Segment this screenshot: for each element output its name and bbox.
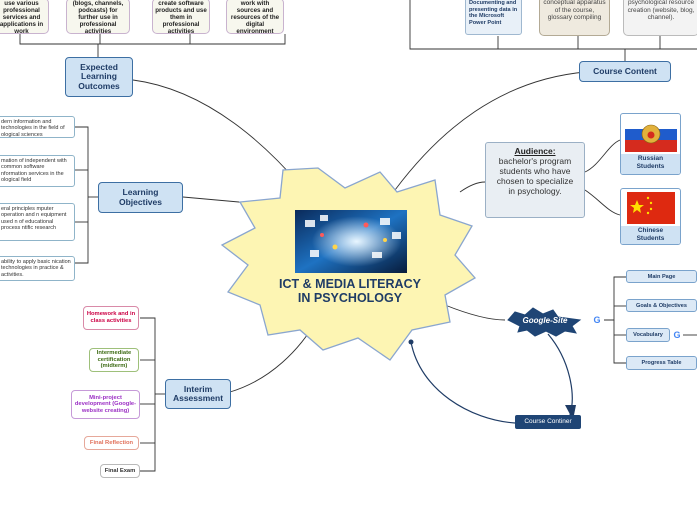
google-site-label[interactable]: Google-Site xyxy=(522,316,568,325)
site-page-goals[interactable]: Goals & Objectives xyxy=(626,299,697,312)
outcome-item-4: work with sources and resources of the d… xyxy=(226,0,284,34)
assessment-midterm: Intermediate certification (midterm) xyxy=(89,348,139,372)
chinese-students-node[interactable]: Chinese Students xyxy=(620,188,681,245)
objective-item-1: dern information and technologies in the… xyxy=(0,116,75,138)
outcome-item-3: create software products and use them in… xyxy=(152,0,210,34)
content-item-2: conceptual apparatus of the course, glos… xyxy=(539,0,610,36)
outcome-item-2: (blogs, channels, podcasts) for further … xyxy=(66,0,130,34)
site-page-progress[interactable]: Progress Table xyxy=(626,356,697,370)
outcomes-bracket xyxy=(19,34,286,45)
google-site-badge[interactable] xyxy=(507,307,582,337)
objective-item-4: ability to apply basic nication technolo… xyxy=(0,256,75,281)
expected-outcomes-node[interactable]: Expected Learning Outcomes xyxy=(65,57,133,97)
site-page-vocabulary[interactable]: Vocabulary xyxy=(626,328,670,342)
assessment-final-exam: Final Exam xyxy=(100,464,140,478)
content-bracket xyxy=(409,0,697,50)
site-page-main[interactable]: Main Page xyxy=(626,270,697,283)
assessment-homework: Homework and in class activities xyxy=(83,306,139,330)
course-content-node[interactable]: Course Content xyxy=(579,61,671,82)
audience-heading: Audience: xyxy=(514,146,556,156)
course-container-node[interactable]: Course Continer xyxy=(515,415,581,429)
connector-audience xyxy=(459,181,486,193)
central-title: ICT & MEDIA LITERACY IN PSYCHOLOGY xyxy=(279,277,421,305)
connector-content xyxy=(394,71,586,191)
audience-node[interactable]: Audience: bachelor's program students wh… xyxy=(485,142,585,218)
china-flag-icon xyxy=(627,192,675,224)
connector-objectives xyxy=(182,196,251,204)
russian-students-node[interactable]: Russian Students xyxy=(620,113,681,175)
content-item-1: Documenting and presenting data in the M… xyxy=(465,0,522,35)
media-image xyxy=(295,210,407,273)
objective-item-2: mation of independent with common softwa… xyxy=(0,155,75,187)
connector-container xyxy=(410,341,516,424)
assessment-mini-project: Mini-project development (Google-website… xyxy=(71,390,140,419)
connector-site-container xyxy=(547,333,573,416)
audience-body: bachelor's program xyxy=(498,156,572,166)
assessment-reflection: Final Reflection xyxy=(84,436,139,450)
outcome-item-1: use various professional services and ap… xyxy=(0,0,49,34)
connector-outcomes xyxy=(132,79,301,186)
connector-google xyxy=(444,304,506,321)
google-g-icon: G xyxy=(672,330,682,340)
content-item-3: psychological resource creation (website… xyxy=(623,0,697,36)
learning-objectives-node[interactable]: Learning Objectives xyxy=(98,182,183,213)
google-g-icon: G xyxy=(592,315,602,325)
objective-item-3: eral principles mputer operation and n e… xyxy=(0,203,75,241)
russia-flag-icon xyxy=(625,117,677,152)
interim-assessment-node[interactable]: Interim Assessment xyxy=(165,379,231,409)
